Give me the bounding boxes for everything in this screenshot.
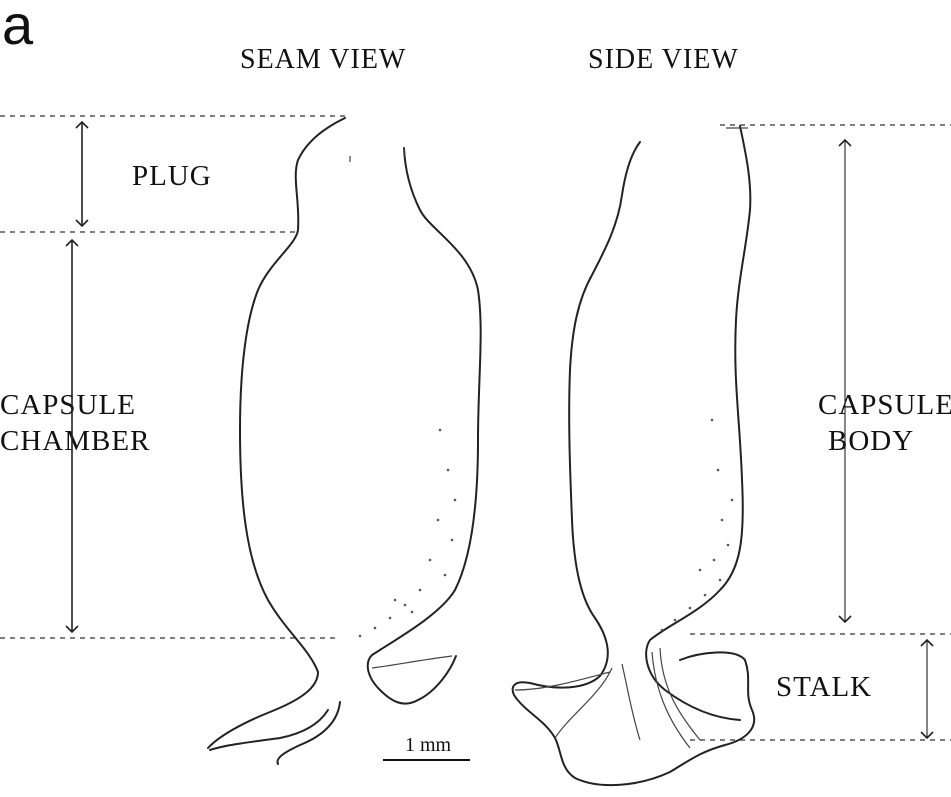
stippling — [359, 419, 734, 638]
seam-view-capsule — [208, 118, 481, 764]
side-view-capsule — [513, 126, 755, 785]
